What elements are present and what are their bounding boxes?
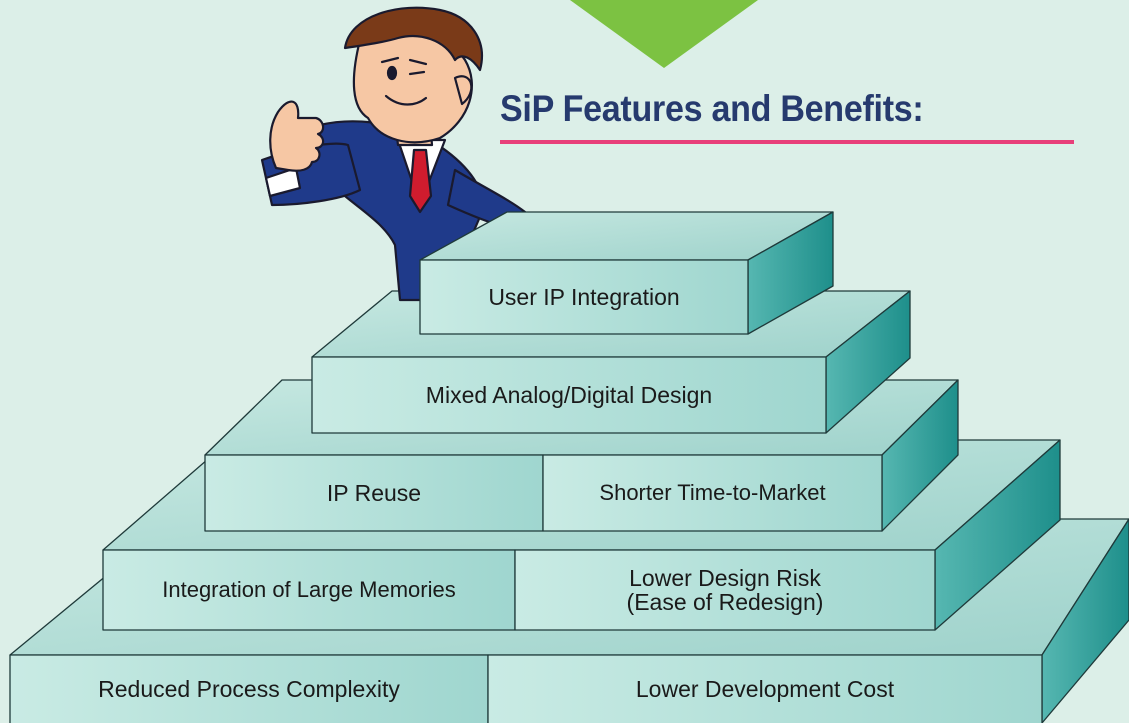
block-lower-development-cost xyxy=(487,654,1043,723)
down-arrow-icon xyxy=(570,0,758,68)
block-lower-design-risk xyxy=(514,549,936,631)
block-integration-large-memories xyxy=(102,549,516,631)
title-underline xyxy=(500,140,1074,144)
businessman-illustration xyxy=(260,6,540,302)
tier5 xyxy=(419,211,834,335)
block-ip-reuse xyxy=(204,454,544,532)
block-shorter-time-to-market xyxy=(542,454,883,532)
page-title: SiP Features and Benefits: xyxy=(500,88,924,129)
pyramid xyxy=(9,290,1129,723)
block-reduced-process-complexity xyxy=(9,654,489,723)
block-user-ip-integration xyxy=(419,259,749,335)
block-mixed-analog-digital xyxy=(311,356,827,434)
